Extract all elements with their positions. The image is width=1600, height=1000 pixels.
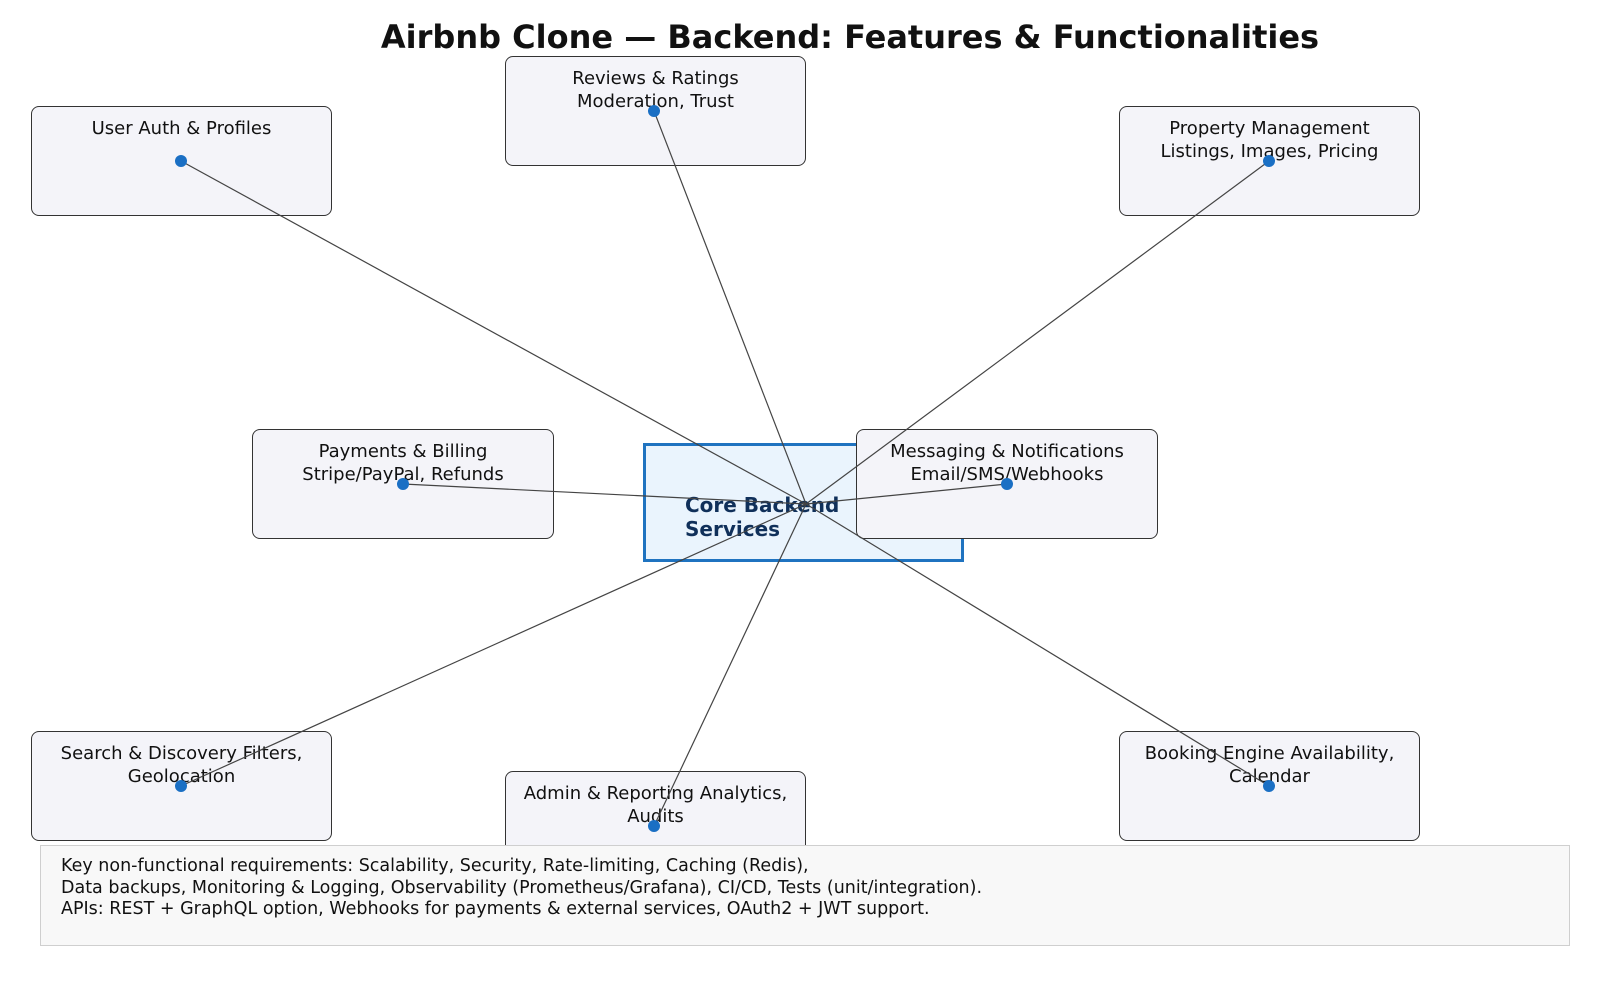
link-search xyxy=(180,503,807,787)
anchor-dot-user-auth xyxy=(175,155,187,167)
link-user-auth xyxy=(180,160,807,505)
link-messaging xyxy=(805,483,1008,505)
anchor-dot-search xyxy=(175,780,187,792)
node-payments[interactable]: Payments & Billing Stripe/PayPal, Refund… xyxy=(252,429,554,539)
link-admin xyxy=(653,503,807,827)
link-reviews xyxy=(653,110,807,505)
nonfunctional-requirements-note: Key non-functional requirements: Scalabi… xyxy=(40,845,1570,946)
link-property-management xyxy=(805,160,1270,505)
anchor-dot-property-management xyxy=(1263,155,1275,167)
link-payments xyxy=(402,483,807,505)
anchor-dot-messaging xyxy=(1001,478,1013,490)
anchor-dot-payments xyxy=(397,478,409,490)
anchor-dot-reviews xyxy=(648,105,660,117)
anchor-dot-admin xyxy=(648,820,660,832)
core-backend-label: Core Backend Services xyxy=(685,493,840,541)
node-user-auth[interactable]: User Auth & Profiles xyxy=(31,106,332,216)
anchor-dot-booking xyxy=(1263,780,1275,792)
diagram-title: Airbnb Clone — Backend: Features & Funct… xyxy=(380,18,1320,56)
link-booking xyxy=(805,503,1270,787)
